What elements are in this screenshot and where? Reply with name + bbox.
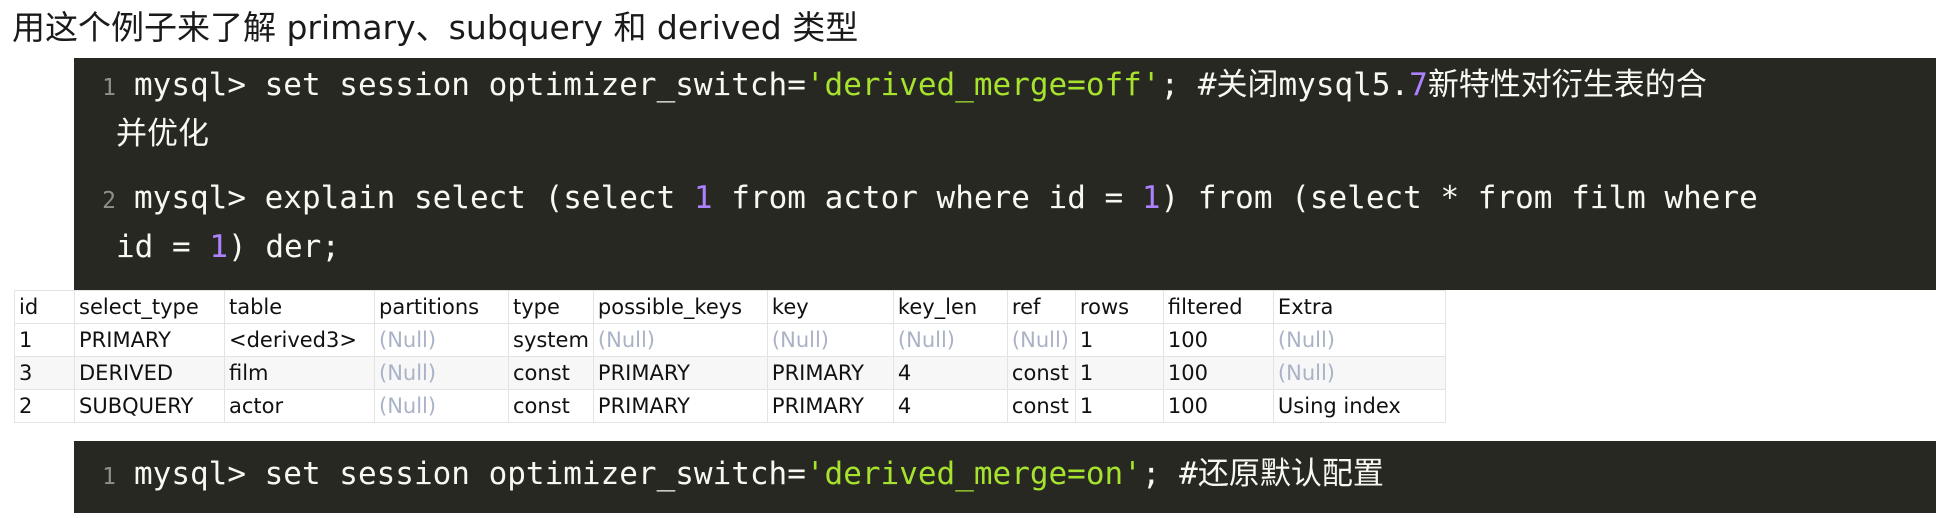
table-cell[interactable]: Using index [1272,389,1446,423]
column-header-id[interactable]: id [14,290,75,324]
table-cell[interactable]: actor [224,389,375,423]
column-header-key-len[interactable]: key_len [892,290,1008,324]
column-header-extra[interactable]: Extra [1272,290,1446,324]
code-string: 'derived_merge=on' [805,456,1142,492]
code-text: mysql> set session optimizer_switch= [134,456,806,492]
table-cell[interactable]: 100 [1162,356,1274,390]
code-block-restore-merge: 1 mysql> set session optimizer_switch='de… [74,441,1936,513]
code-number: 1 [1141,180,1161,216]
table-cell[interactable]: const [508,389,594,423]
code-block-disable-merge: 1 mysql> set session optimizer_switch='de… [74,58,1936,290]
table-cell[interactable]: DERIVED [74,356,225,390]
table-cell[interactable]: (Null) [892,323,1008,357]
table-cell[interactable]: 2 [14,389,75,423]
code-comment: ; #还原默认配置 [1141,456,1384,492]
column-header-ref[interactable]: ref [1006,290,1076,324]
table-cell[interactable]: 4 [892,356,1008,390]
code-line-1: 1 mysql> set session optimizer_switch='de… [74,62,1936,154]
table-cell[interactable]: (Null) [374,389,509,423]
code-line-2: 2 mysql> explain select (select 1 from ac… [74,175,1936,267]
table-cell[interactable]: SUBQUERY [74,389,225,423]
line-number: 2 [102,188,116,214]
code-text: from actor where id = [712,180,1142,216]
table-cell[interactable]: (Null) [1006,323,1076,357]
column-header-rows[interactable]: rows [1074,290,1164,324]
table-cell[interactable]: 100 [1162,389,1274,423]
code-text: id = [116,229,210,265]
table-cell[interactable]: 3 [14,356,75,390]
table-cell[interactable]: (Null) [374,356,509,390]
table-cell[interactable]: PRIMARY [766,389,894,423]
code-continuation: 并优化 [116,116,209,152]
table-cell[interactable]: <derived3> [224,323,375,357]
table-cell[interactable]: (Null) [766,323,894,357]
table-cell[interactable]: (Null) [1272,323,1446,357]
table-cell[interactable]: PRIMARY [592,389,768,423]
code-comment: 新特性对衍生表的合 [1427,67,1707,103]
column-header-possible-keys[interactable]: possible_keys [592,290,768,324]
table-cell[interactable]: 4 [892,389,1008,423]
table-cell[interactable]: 1 [1074,323,1164,357]
table-cell[interactable]: (Null) [374,323,509,357]
table-cell[interactable]: 1 [1074,356,1164,390]
table-cell[interactable]: const [1006,389,1076,423]
code-text: ) der; [228,229,340,265]
table-cell[interactable]: (Null) [1272,356,1446,390]
code-text: ; #关闭mysql5. [1160,67,1410,103]
code-line-1: 1 mysql> set session optimizer_switch='de… [74,451,1936,501]
column-header-partitions[interactable]: partitions [374,290,509,324]
column-header-filtered[interactable]: filtered [1162,290,1274,324]
column-header-type[interactable]: type [508,290,594,324]
table-cell[interactable]: PRIMARY [592,356,768,390]
table-cell[interactable]: (Null) [592,323,768,357]
column-header-table[interactable]: table [224,290,375,324]
section-heading: 用这个例子来了解 primary、subquery 和 derived 类型 [12,8,859,47]
code-string: 'derived_merge=off' [805,67,1161,103]
column-header-key[interactable]: key [766,290,894,324]
table-cell[interactable]: 100 [1162,323,1274,357]
column-header-select-type[interactable]: select_type [74,290,225,324]
code-number: 1 [693,180,713,216]
code-text: mysql> set session optimizer_switch= [134,67,806,103]
line-number: 1 [102,464,116,490]
table-cell[interactable]: PRIMARY [766,356,894,390]
code-number: 1 [209,229,228,265]
code-text: mysql> explain select (select [134,180,694,216]
line-number: 1 [102,75,116,101]
table-cell[interactable]: system [508,323,594,357]
table-cell[interactable]: film [224,356,375,390]
table-cell[interactable]: PRIMARY [74,323,225,357]
table-cell[interactable]: const [508,356,594,390]
table-cell[interactable]: const [1006,356,1076,390]
table-cell[interactable]: 1 [1074,389,1164,423]
code-number: 7 [1409,67,1428,103]
table-cell[interactable]: 1 [14,323,75,357]
code-continuation: id = 1) der; [74,224,1936,267]
code-text: ) from (select * from film where [1160,180,1758,216]
